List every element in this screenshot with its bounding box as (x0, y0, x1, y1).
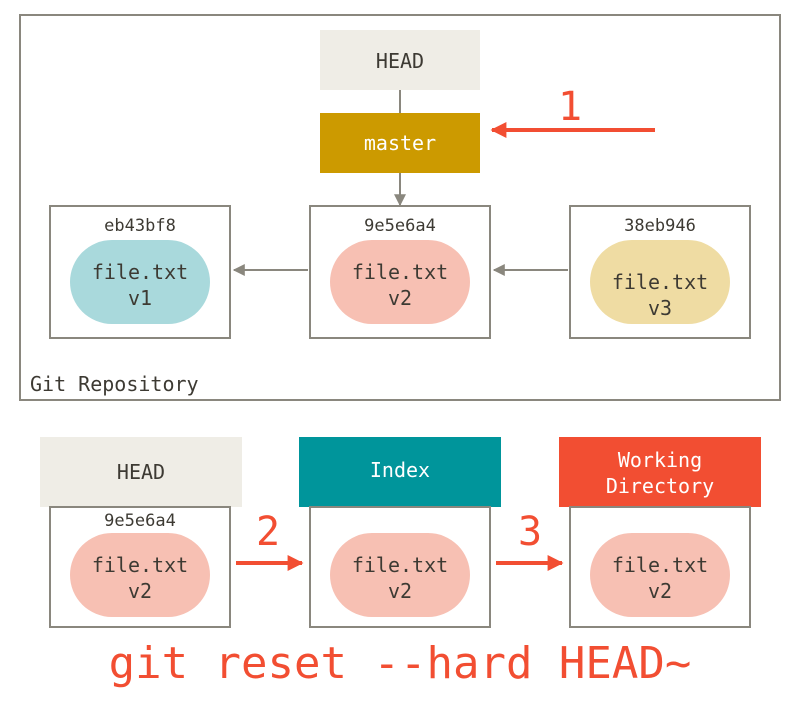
step3-number: 3 (518, 509, 542, 555)
file-name: file.txt (92, 260, 188, 284)
file-version: v3 (648, 296, 672, 320)
file-blob (590, 533, 730, 617)
file-name: file.txt (612, 270, 708, 294)
file-name: file.txt (92, 553, 188, 577)
file-name: file.txt (612, 553, 708, 577)
tree-head-hash: 9e5e6a4 (104, 511, 176, 531)
commit-eb43bf8: eb43bf8 file.txt v1 (49, 205, 231, 339)
file-version: v2 (648, 579, 672, 603)
file-version: v2 (388, 579, 412, 603)
tree-working-directory: Working Directory file.txt v2 (559, 437, 761, 628)
commit-hash: eb43bf8 (104, 216, 176, 236)
tree-index: Index file.txt v2 (299, 437, 501, 628)
file-blob (590, 240, 730, 324)
step1-number: 1 (558, 84, 582, 130)
repo-head-box (320, 30, 480, 90)
tree-index-header (299, 437, 501, 507)
master-branch-label: master (364, 131, 436, 155)
file-name: file.txt (352, 553, 448, 577)
tree-working-directory-label-line2: Directory (606, 474, 714, 498)
master-branch-box (320, 113, 480, 173)
tree-head-header (40, 437, 242, 507)
tree-working-directory-header (559, 437, 761, 507)
file-blob (330, 533, 470, 617)
file-version: v2 (128, 579, 152, 603)
step2-number: 2 (256, 509, 280, 555)
file-version: v2 (388, 286, 412, 310)
command-text: git reset --hard HEAD~ (109, 638, 692, 689)
tree-head-label: HEAD (117, 460, 165, 484)
repo-head-label: HEAD (376, 49, 424, 73)
file-blob (70, 533, 210, 617)
file-version: v1 (128, 286, 152, 310)
commit-9e5e6a4: 9e5e6a4 file.txt v2 (309, 205, 491, 339)
tree-index-label: Index (370, 458, 430, 482)
file-blob (330, 240, 470, 324)
repository-label: Git Repository (30, 372, 199, 396)
file-blob (70, 240, 210, 324)
file-name: file.txt (352, 260, 448, 284)
commit-38eb946: 38eb946 file.txt v3 (569, 205, 751, 339)
tree-working-directory-label-line1: Working (618, 448, 702, 472)
commit-hash: 9e5e6a4 (364, 216, 436, 236)
commit-hash: 38eb946 (624, 216, 696, 236)
tree-head: HEAD 9e5e6a4 file.txt v2 (40, 437, 242, 628)
